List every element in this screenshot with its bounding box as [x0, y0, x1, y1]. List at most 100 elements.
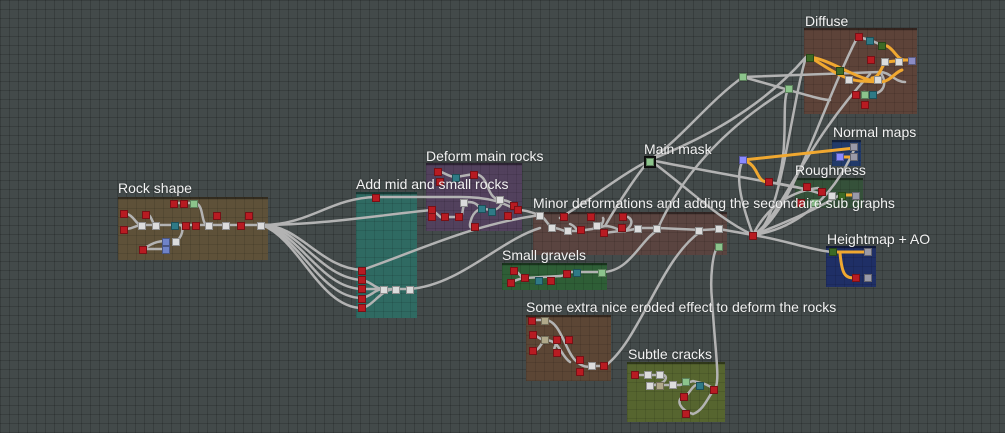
- graph-node[interactable]: [634, 225, 642, 233]
- graph-node[interactable]: [553, 336, 561, 344]
- graph-node[interactable]: [653, 225, 661, 233]
- graph-node[interactable]: [380, 286, 388, 294]
- graph-node[interactable]: [619, 213, 627, 221]
- graph-node[interactable]: [850, 153, 858, 161]
- graph-node[interactable]: [573, 269, 581, 277]
- graph-node[interactable]: [358, 267, 366, 275]
- graph-node[interactable]: [785, 85, 793, 93]
- graph-node[interactable]: [213, 212, 221, 220]
- graph-node[interactable]: [845, 76, 853, 84]
- graph-node[interactable]: [222, 222, 230, 230]
- graph-node[interactable]: [358, 285, 366, 293]
- graph-node[interactable]: [170, 200, 178, 208]
- graph-node[interactable]: [245, 212, 253, 220]
- graph-node[interactable]: [715, 225, 723, 233]
- graph-node[interactable]: [172, 238, 180, 246]
- graph-node[interactable]: [618, 224, 626, 232]
- graph-node[interactable]: [507, 279, 515, 287]
- graph-node[interactable]: [861, 91, 869, 99]
- graph-node[interactable]: [818, 188, 826, 196]
- graph-node[interactable]: [553, 349, 561, 357]
- graph-node[interactable]: [536, 212, 544, 220]
- frame-subtle-cracks[interactable]: [627, 362, 725, 422]
- graph-node[interactable]: [547, 277, 555, 285]
- graph-node[interactable]: [739, 156, 747, 164]
- graph-node[interactable]: [644, 371, 652, 379]
- graph-node[interactable]: [710, 386, 718, 394]
- graph-node[interactable]: [152, 222, 160, 230]
- graph-node[interactable]: [797, 199, 805, 207]
- graph-node[interactable]: [470, 171, 478, 179]
- graph-node[interactable]: [358, 295, 366, 303]
- graph-node[interactable]: [488, 208, 496, 216]
- graph-node[interactable]: [838, 192, 846, 200]
- graph-node[interactable]: [455, 213, 463, 221]
- graph-node[interactable]: [631, 371, 639, 379]
- graph-node[interactable]: [460, 199, 468, 207]
- graph-node[interactable]: [577, 226, 585, 234]
- graph-node[interactable]: [669, 381, 677, 389]
- graph-node[interactable]: [563, 270, 571, 278]
- graph-node[interactable]: [257, 222, 265, 230]
- graph-node[interactable]: [644, 156, 656, 168]
- graph-node[interactable]: [205, 222, 213, 230]
- graph-node[interactable]: [120, 210, 128, 218]
- graph-node[interactable]: [358, 276, 366, 284]
- graph-node[interactable]: [535, 277, 543, 285]
- graph-node[interactable]: [696, 382, 704, 390]
- graph-node[interactable]: [878, 42, 886, 50]
- graph-node[interactable]: [656, 382, 664, 390]
- graph-node[interactable]: [471, 223, 479, 231]
- graph-node[interactable]: [867, 56, 875, 64]
- graph-node[interactable]: [869, 91, 877, 99]
- graph-node[interactable]: [478, 205, 486, 213]
- graph-node[interactable]: [715, 243, 723, 251]
- graph-node[interactable]: [908, 57, 916, 65]
- graph-node[interactable]: [138, 222, 146, 230]
- graph-node[interactable]: [162, 238, 170, 246]
- graph-node[interactable]: [811, 199, 819, 207]
- graph-node[interactable]: [436, 178, 444, 186]
- graph-node[interactable]: [646, 382, 654, 390]
- graph-node[interactable]: [861, 101, 869, 109]
- graph-node[interactable]: [680, 393, 688, 401]
- graph-node[interactable]: [548, 224, 556, 232]
- graph-node[interactable]: [855, 33, 863, 41]
- graph-node[interactable]: [528, 317, 536, 325]
- graph-node[interactable]: [541, 317, 549, 325]
- graph-node[interactable]: [441, 213, 449, 221]
- graph-node[interactable]: [598, 269, 606, 277]
- graph-node[interactable]: [504, 212, 512, 220]
- graph-node[interactable]: [765, 178, 773, 186]
- graph-node[interactable]: [180, 200, 188, 208]
- graph-node[interactable]: [576, 368, 584, 376]
- graph-node[interactable]: [565, 336, 573, 344]
- graph-node[interactable]: [428, 213, 436, 221]
- graph-node[interactable]: [560, 213, 568, 221]
- graph-node[interactable]: [749, 232, 757, 240]
- graph-node[interactable]: [514, 206, 522, 214]
- frame-eroded-effect[interactable]: [526, 315, 611, 381]
- graph-node[interactable]: [142, 211, 150, 219]
- graph-node[interactable]: [852, 274, 860, 282]
- graph-node[interactable]: [895, 58, 903, 66]
- graph-node[interactable]: [529, 331, 537, 339]
- graph-node[interactable]: [358, 304, 366, 312]
- graph-node[interactable]: [852, 91, 860, 99]
- graph-node[interactable]: [162, 246, 170, 254]
- graph-node[interactable]: [881, 58, 889, 66]
- graph-node[interactable]: [836, 67, 844, 75]
- graph-node[interactable]: [434, 168, 442, 176]
- graph-node[interactable]: [120, 226, 128, 234]
- graph-node[interactable]: [529, 347, 537, 355]
- graph-node[interactable]: [587, 213, 595, 221]
- graph-node[interactable]: [739, 73, 747, 81]
- graph-node[interactable]: [656, 371, 664, 379]
- graph-node[interactable]: [496, 196, 504, 204]
- graph-node[interactable]: [874, 76, 882, 84]
- graph-node[interactable]: [806, 54, 814, 62]
- graph-node[interactable]: [852, 192, 860, 200]
- main-mask-output[interactable]: [646, 158, 654, 166]
- graph-node[interactable]: [682, 410, 690, 418]
